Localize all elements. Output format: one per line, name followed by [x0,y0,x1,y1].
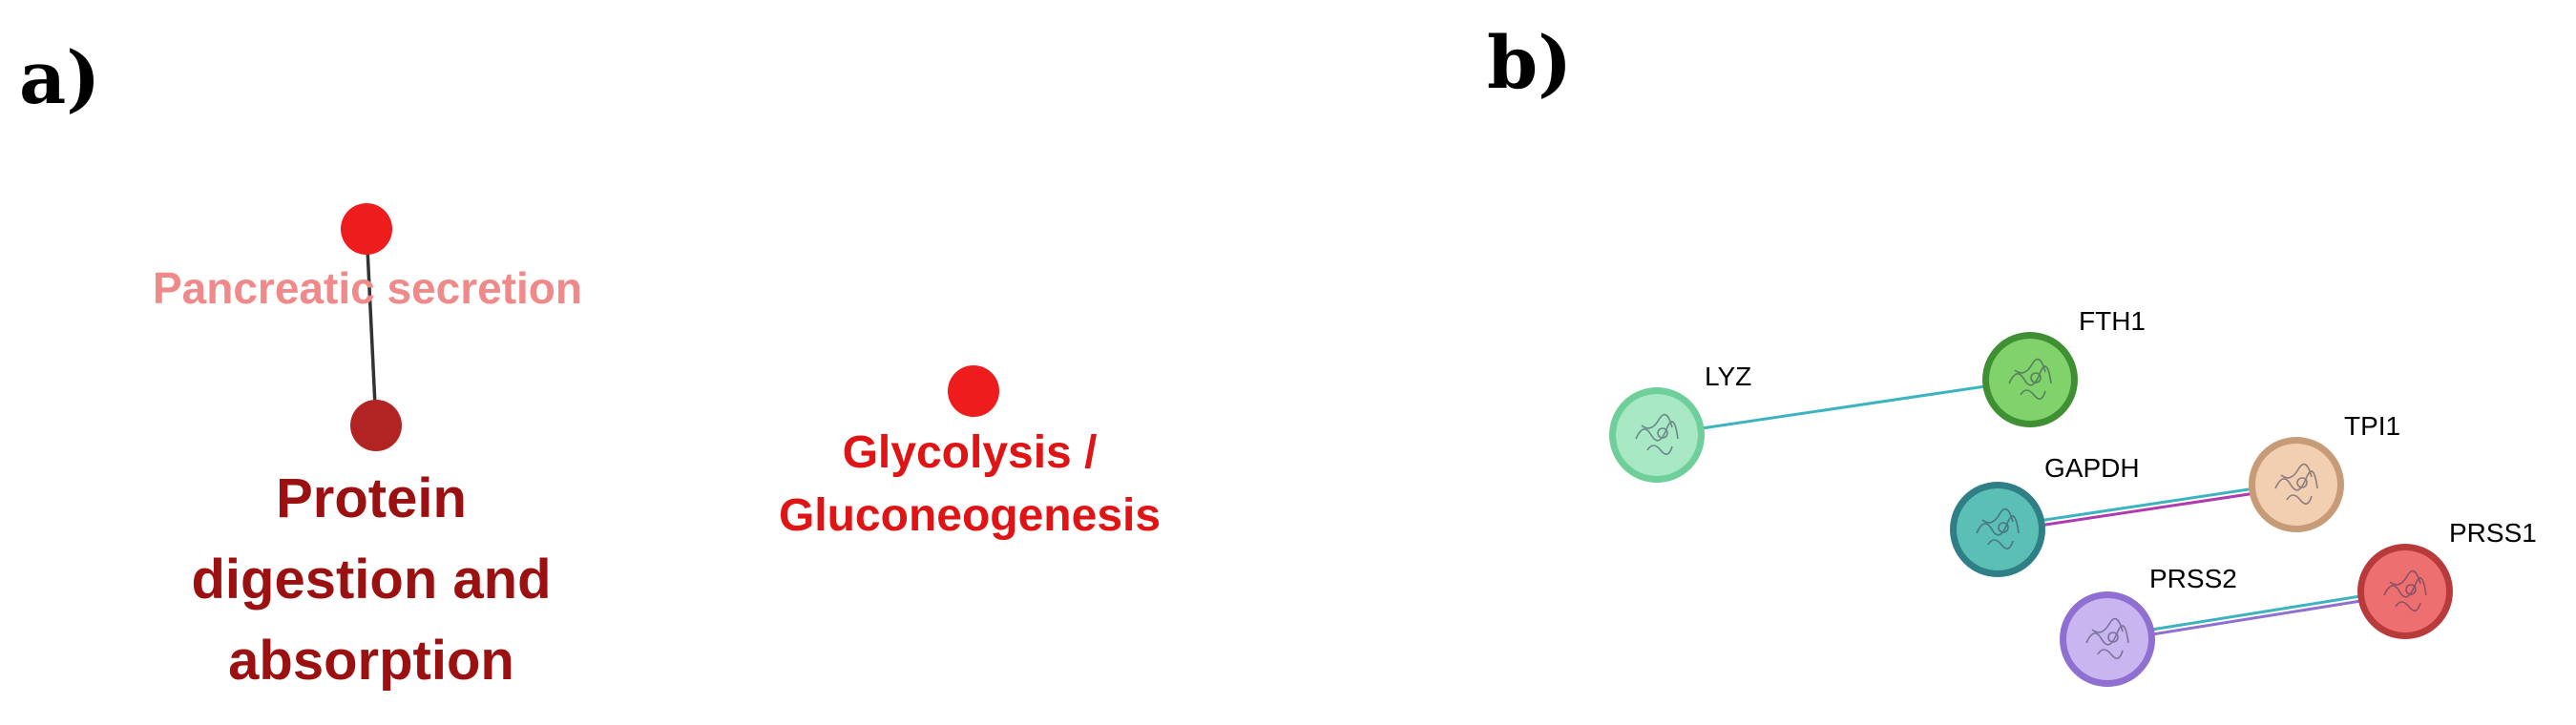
pathway-edge [365,228,378,426]
protein-node-body [1989,339,2071,421]
interaction-edge [1998,485,2297,533]
interaction-edge [2106,588,2405,639]
interaction-edge [1997,481,2296,529]
pathway-label: Pancreatic secretion [153,263,582,313]
pathway-node-marker [948,365,999,417]
pathway-label: Protein digestion and absorption [192,467,552,692]
pathway-label-line: Protein [276,467,467,529]
protein-node-prss1: PRSS1 [2357,518,2537,639]
protein-node-body [2066,598,2148,680]
protein-label: PRSS2 [2149,564,2237,593]
panel-b-label: b) [1487,20,1572,105]
protein-node-body [1957,488,2039,570]
pathway-label-line: digestion and [192,549,552,611]
pathway-node-glycolysis: Glycolysis / Gluconeogenesis [779,365,1161,541]
pathway-node-marker [350,400,402,451]
protein-structure-icon [1635,413,1679,455]
protein-node-lyz: LYZ [1609,362,1751,483]
protein-node-body [1616,394,1698,476]
protein-structure-icon [2383,570,2427,611]
protein-node-body [2255,444,2337,526]
panel-a-label: a) [19,35,100,120]
interaction-edge [1656,378,2031,437]
protein-node-fth1: FTH1 [1982,306,2146,427]
protein-structure-icon [2274,463,2318,505]
protein-structure-icon [1976,508,2020,549]
pathway-label-line: Gluconeogenesis [779,490,1161,541]
protein-label: TPI1 [2344,411,2400,441]
pathway-node-marker [341,203,392,255]
protein-label: GAPDH [2044,453,2140,483]
pathway-label-line: absorption [228,630,514,692]
protein-node-tpi1: TPI1 [2249,411,2400,532]
pathway-node-protein: Protein digestion and absorption [192,400,552,692]
protein-label: FTH1 [2079,306,2146,336]
protein-label: PRSS1 [2449,518,2537,548]
pathway-node-pancreatic: Pancreatic secretion [153,203,582,313]
protein-structure-icon [2008,358,2052,400]
interaction-edge [2107,591,2406,643]
protein-node-prss2: PRSS2 [2060,564,2237,687]
protein-node-body [2364,550,2446,632]
pathway-label: Glycolysis / Gluconeogenesis [779,427,1161,541]
protein-structure-icon [2085,617,2129,659]
protein-node-gapdh: GAPDH [1950,453,2140,577]
protein-label: LYZ [1705,362,1751,391]
pathway-label-line: Pancreatic secretion [153,263,582,313]
pathway-label-line: Glycolysis / [843,427,1098,478]
